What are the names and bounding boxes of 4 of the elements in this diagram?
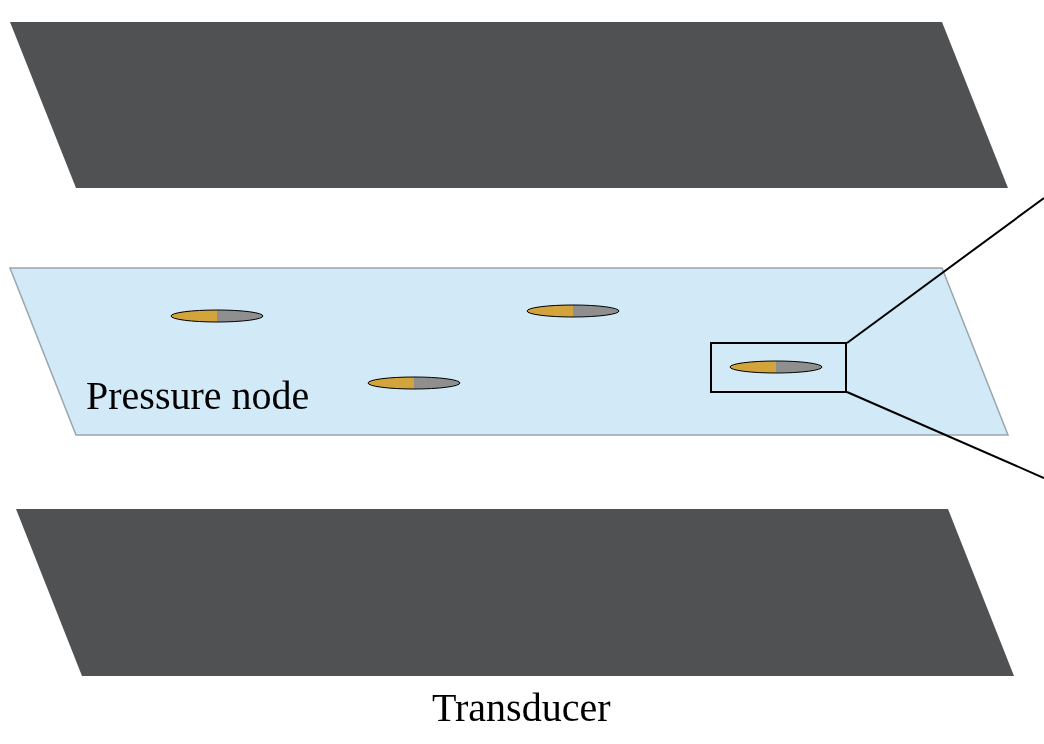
zoom-line <box>846 197 1044 344</box>
zoom-line <box>846 391 1044 479</box>
plane-label: Pressure node <box>86 373 310 419</box>
transducer-label: Transducer <box>432 685 611 731</box>
